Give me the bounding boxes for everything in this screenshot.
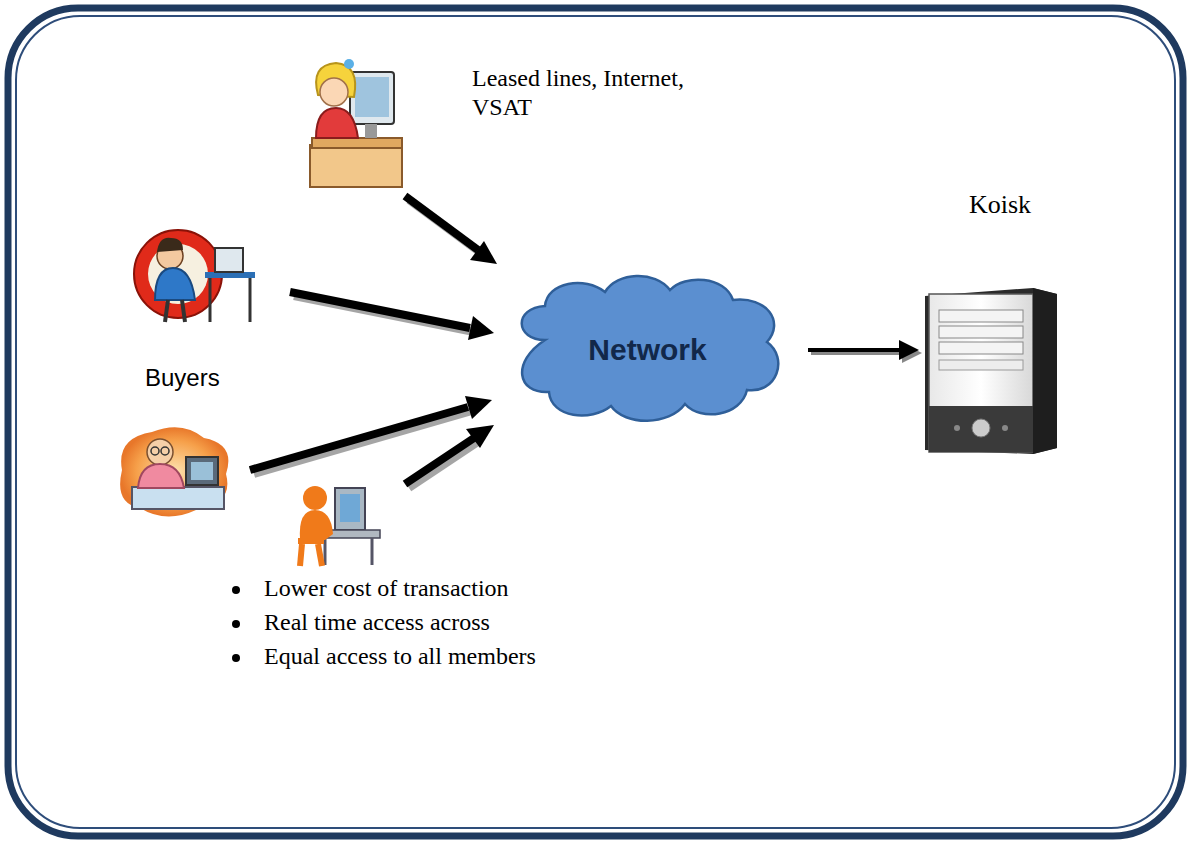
tower-computer xyxy=(915,288,1065,458)
network-cloud: Network xyxy=(505,270,790,430)
kiosk-computer: Koisk xyxy=(915,190,1085,460)
buyers-label: Buyers xyxy=(145,364,285,393)
kiosk-label: Koisk xyxy=(915,190,1085,220)
bullet-item: Real time access across xyxy=(264,608,684,637)
network-label: Network xyxy=(588,333,706,367)
buyer-icon-orange-person xyxy=(298,486,380,566)
network-to-kiosk-arrow xyxy=(808,348,915,352)
buyer-arrows xyxy=(250,196,497,488)
frame-outer xyxy=(8,8,1183,836)
buyer-icon-boy xyxy=(134,230,255,322)
buyer-icon-man xyxy=(120,427,228,516)
link-types-note: Leased lines, Internet, VSAT xyxy=(472,64,732,122)
bullet-dots xyxy=(232,586,240,662)
frame-inner xyxy=(16,16,1175,828)
bullet-item: Equal access to all members xyxy=(264,642,684,671)
buyer-icon-girl xyxy=(310,59,402,187)
bullet-item: Lower cost of transaction xyxy=(264,574,684,603)
